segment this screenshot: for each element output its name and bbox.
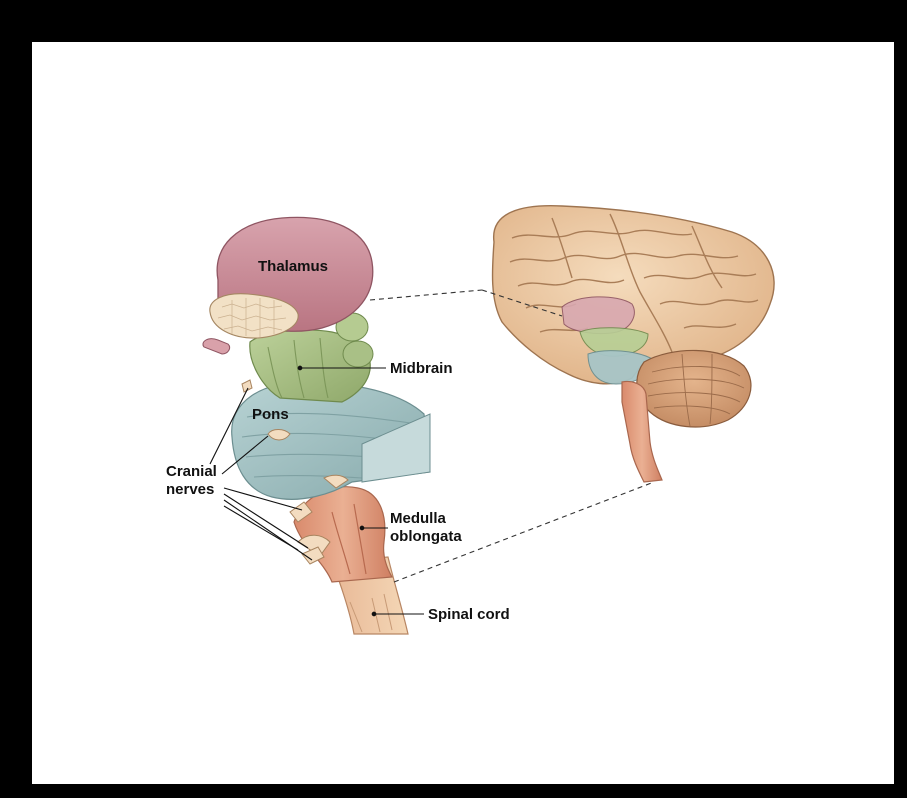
label-cranial-nerves-line1: Cranial [166,463,217,480]
optic-stub [203,339,230,354]
medulla-leader-dot [360,526,364,530]
midbrain-leader-dot [298,366,302,370]
brainstem-diagram: Thalamus Midbrain Pons Cranial nerves Me… [32,42,894,784]
diagram-canvas: Thalamus Midbrain Pons Cranial nerves Me… [32,42,894,784]
label-medulla-line1: Medulla [390,510,446,527]
spinal-cord-leader-dot [372,612,376,616]
label-pons: Pons [252,406,289,423]
whole-brain-illustration [492,206,774,482]
brainstem-illustration [203,217,430,634]
label-spinal-cord: Spinal cord [428,606,510,623]
connector-top [370,290,482,300]
label-medulla-line2: oblongata [390,528,462,545]
frame-top-notch [430,0,500,14]
colliculus-lower [343,341,373,367]
cerebellum-shape [637,350,751,427]
label-thalamus: Thalamus [258,258,328,275]
cranial-leader-6 [224,506,298,550]
label-cranial-nerves-line2: nerves [166,481,214,498]
label-midbrain: Midbrain [390,360,453,377]
medulla-shape [294,487,392,582]
